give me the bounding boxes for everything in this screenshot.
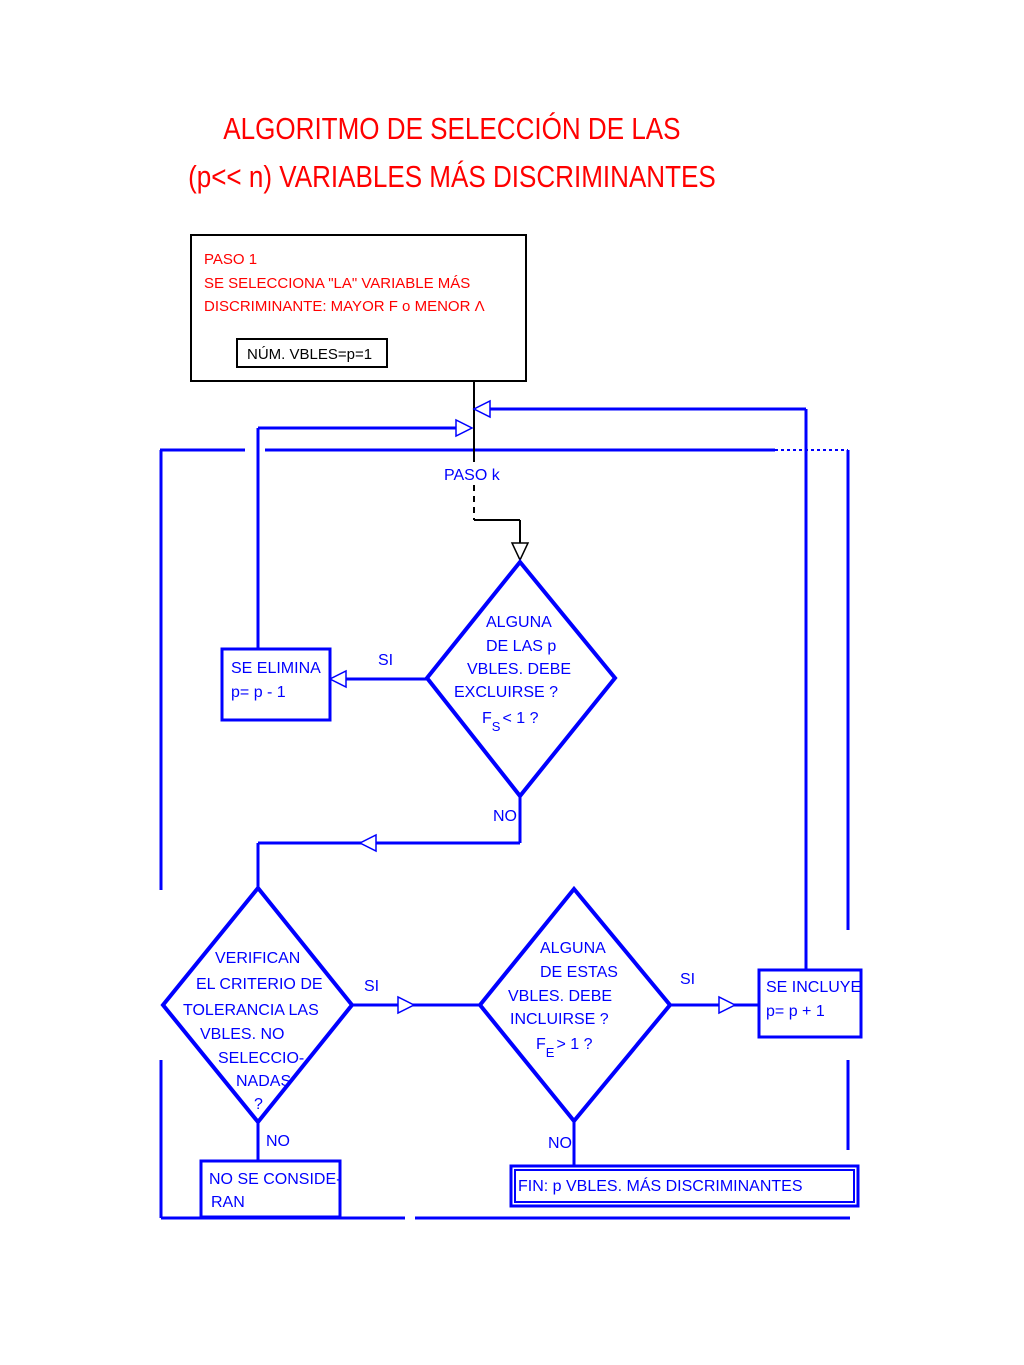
not-considered-box: NO SE CONSIDE- RAN <box>199 1159 342 1219</box>
no-label: NO <box>493 808 517 825</box>
tolerance-no-branch: NO <box>256 1122 290 1160</box>
yes-label: SI <box>364 978 379 995</box>
no-label: NO <box>266 1133 290 1150</box>
yes-label: SI <box>378 652 393 669</box>
step1-line2: DISCRIMINANTE: MAYOR F o MENOR Λ <box>204 298 485 315</box>
decision-tolerance-line: VERIFICAN <box>215 950 300 967</box>
variable-count: NÚM. VBLES=p=1 <box>247 346 372 363</box>
decision-exclude-line: DE LAS p <box>486 638 556 655</box>
main-connector: PASO k <box>444 381 530 562</box>
decision-exclude-line: VBLES. DEBE <box>467 661 571 678</box>
decision-include-line: ALGUNA <box>540 940 606 957</box>
arrow-left-icon <box>358 833 377 853</box>
include-line2: p= p + 1 <box>766 1003 825 1020</box>
decision-tolerance-line: VBLES. NO <box>200 1026 284 1043</box>
diagram-title: ALGORITMO DE SELECCIÓN DE LAS (p<< n) VA… <box>0 105 904 201</box>
decision-tolerance: VERIFICAN EL CRITERIO DE TOLERANCIA LAS … <box>160 884 355 1126</box>
decision-include-test: FE> 1 ? <box>536 1036 593 1060</box>
arrow-right-icon <box>397 995 416 1015</box>
eliminate-line1: SE ELIMINA <box>231 660 321 677</box>
not-considered-line2: RAN <box>211 1194 245 1211</box>
eliminate-line2: p= p - 1 <box>231 684 286 701</box>
not-considered-line1: NO SE CONSIDE- <box>209 1171 341 1188</box>
exclude-no-branch: NO <box>256 796 522 888</box>
step1-line1: SE SELECCIONA "LA" VARIABLE MÁS <box>204 275 470 292</box>
step-k-label: PASO k <box>444 467 501 484</box>
decision-include-line: VBLES. DEBE <box>508 988 612 1005</box>
no-label: NO <box>548 1135 572 1152</box>
decision-include-line: DE ESTAS <box>540 964 618 981</box>
outer-frame <box>159 448 850 1220</box>
eliminate-return-line <box>256 418 474 648</box>
decision-tolerance-line: NADAS <box>236 1073 291 1090</box>
decision-include: ALGUNA DE ESTAS VBLES. DEBE INCLUIRSE ? … <box>477 885 673 1125</box>
include-line1: SE INCLUYE <box>766 979 861 996</box>
decision-tolerance-line: SELECCIO- <box>218 1050 304 1067</box>
end-box: FIN: p VBLES. MÁS DISCRIMINANTES <box>509 1164 860 1208</box>
decision-tolerance-line: ? <box>254 1096 263 1113</box>
arrow-left-icon <box>472 399 491 419</box>
title-line-1: ALGORITMO DE SELECCIÓN DE LAS <box>223 111 681 146</box>
eliminate-box: SE ELIMINA p= p - 1 <box>220 647 332 722</box>
title-line-2: (p<< n) VARIABLES MÁS DISCRIMINANTES <box>188 159 716 194</box>
tolerance-yes-branch: SI <box>352 978 480 1015</box>
include-yes-branch: SI <box>670 971 758 1015</box>
yes-label: SI <box>680 971 695 988</box>
exclude-yes-branch: SI <box>328 652 427 689</box>
arrow-down-icon <box>510 542 530 562</box>
arrow-left-icon <box>328 669 347 689</box>
decision-exclude-line: ALGUNA <box>486 614 552 631</box>
end-label: FIN: p VBLES. MÁS DISCRIMINANTES <box>518 1176 803 1195</box>
decision-exclude-test: FS< 1 ? <box>482 710 539 734</box>
include-box: SE INCLUYE p= p + 1 <box>757 968 863 1039</box>
step1-label: PASO 1 <box>204 251 257 268</box>
step1-box: PASO 1 SE SELECCIONA "LA" VARIABLE MÁS D… <box>190 234 527 382</box>
decision-include-line: INCLUIRSE ? <box>510 1011 609 1028</box>
decision-tolerance-line: EL CRITERIO DE <box>196 976 323 993</box>
arrow-right-icon <box>455 418 474 438</box>
decision-exclude: ALGUNA DE LAS p VBLES. DEBE EXCLUIRSE ? … <box>424 558 618 800</box>
decision-tolerance-line: TOLERANCIA LAS <box>183 1002 319 1019</box>
arrow-right-icon <box>718 995 737 1015</box>
include-no-branch: NO <box>548 1121 576 1166</box>
decision-exclude-line: EXCLUIRSE ? <box>454 684 558 701</box>
include-return-line <box>472 399 808 970</box>
